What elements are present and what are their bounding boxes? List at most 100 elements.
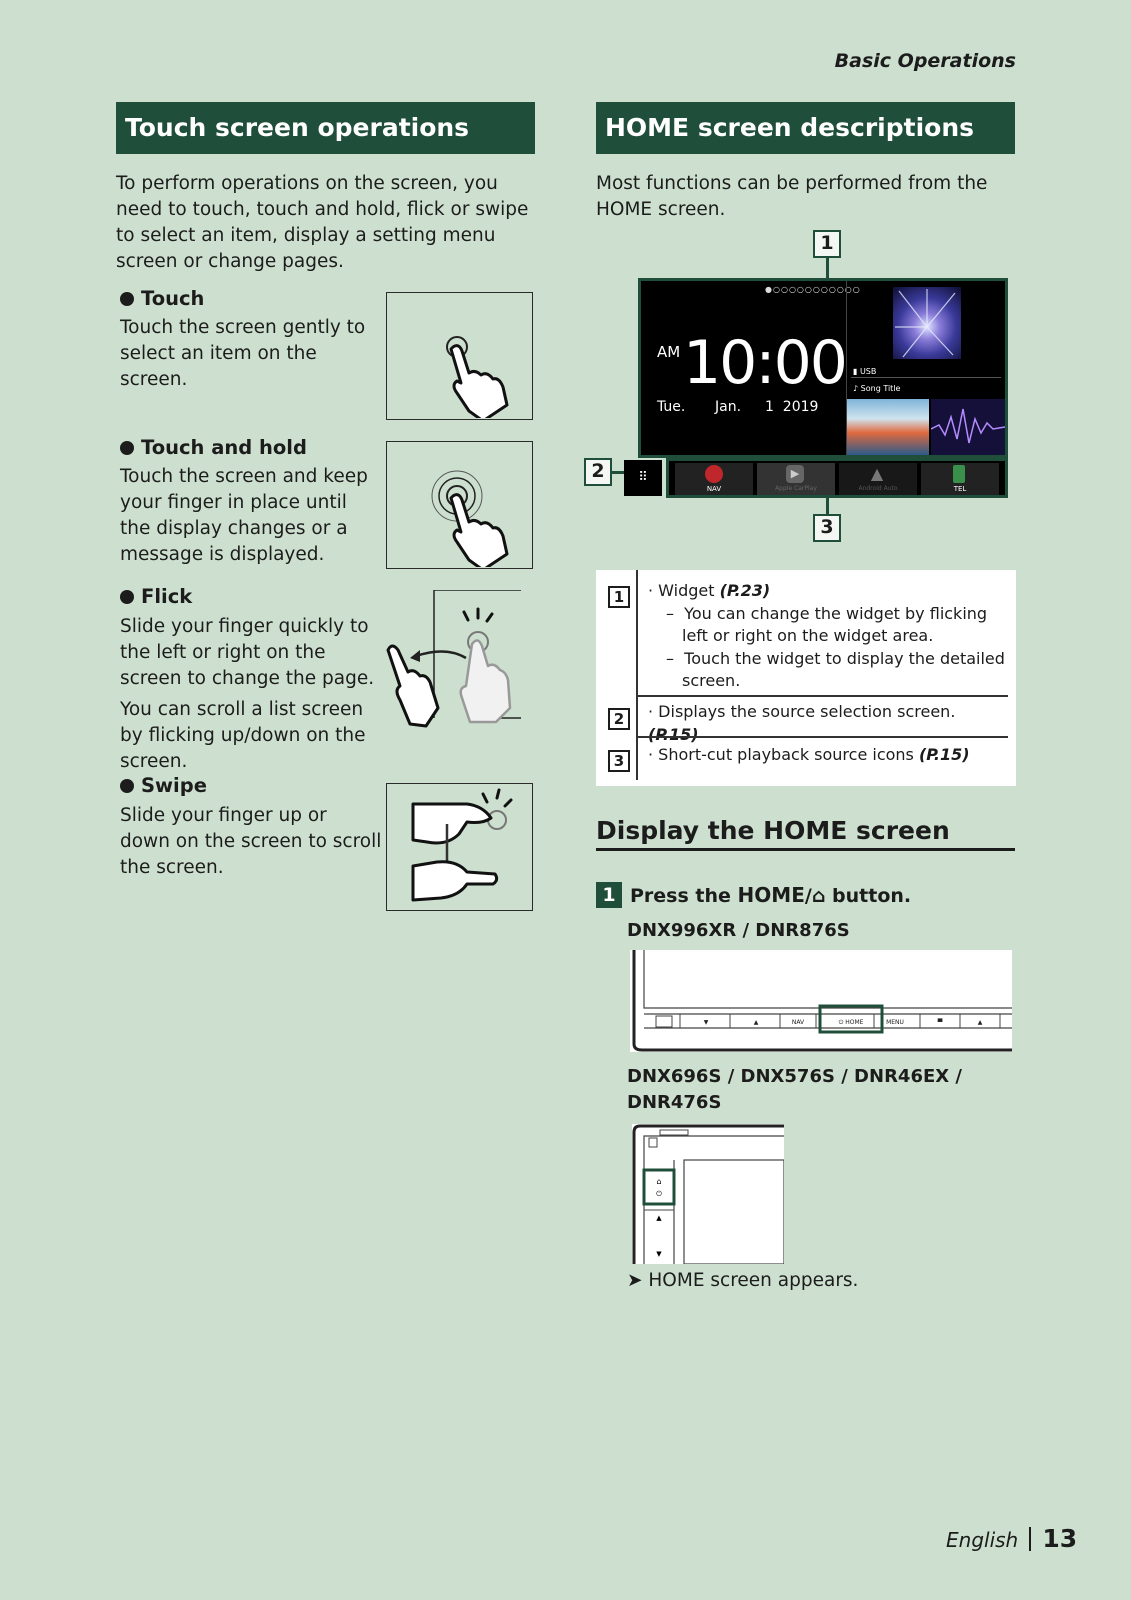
svg-text:▲: ▲ [978,1019,983,1026]
gesture-desc-flick: Slide your finger quickly to the left or… [120,616,375,689]
arrow-right-icon: ➤ [627,1270,649,1291]
table-num-3: 3 [608,750,630,772]
head-unit-wide-graphic: ▼ ▲ NAV MENU ▀ ▲ ⏻ HOME [630,950,1012,1052]
shortcut-bar: NAV ▶ Apple CarPlay ▲ Android Auto TEL [666,458,1008,498]
model-group-2: DNX696S / DNX576S / DNR46EX / DNR476S [627,1066,962,1113]
bullet-icon [120,441,134,455]
table-num-1: 1 [608,586,630,608]
flick-illustration [386,589,533,730]
table-hline-1 [636,695,1008,697]
home-intro: Most functions can be performed from the… [596,173,988,220]
gesture-heading-touch: Touch [120,287,204,310]
svg-text:NAV: NAV [792,1019,805,1026]
gesture-desc-hold: Touch the screen and keep your finger in… [120,466,368,565]
touch-intro: To perform operations on the screen, you… [116,173,529,272]
section-title-home: HOME screen descriptions [596,102,1015,154]
callout-1-line [826,258,829,278]
section-title-touch: Touch screen operations [116,102,535,154]
hold-illustration [386,441,533,572]
widget-area[interactable]: ●○○○○○○○○○○○ AM 10:00 Tue. Jan. 1 2019 ▮… [638,278,1008,458]
home-icon: ⌂ [811,885,826,907]
widget-divider [846,281,847,455]
touch-illustration [386,292,533,423]
head-unit-compact-graphic: ⌂ ⏻ ▲ ▼ [632,1124,785,1265]
music-separator [851,377,1001,378]
running-header: Basic Operations [834,50,1016,72]
bullet-icon [120,590,134,604]
waveform-graphic [930,408,1006,444]
source-select-button[interactable]: ⠿ [624,460,662,496]
clock-day: Tue. [657,399,686,415]
nav-label: NAV [706,485,722,493]
carplay-icon: ▶ [786,465,804,483]
step-number: 1 [596,882,622,908]
hand-hold-icon [431,470,509,572]
svg-text:⌂: ⌂ [656,1177,661,1186]
display-home-underline [596,848,1015,851]
table-vline [636,570,638,780]
song-title: ♪ Song Title [853,384,901,393]
swipe-illustration [386,783,533,911]
callout-2: 2 [584,458,612,486]
svg-text:▀: ▀ [937,1018,943,1026]
page-indicator: ●○○○○○○○○○○○ [765,285,861,294]
clock-month: Jan. [715,399,742,415]
usb-icon: ▮ [853,367,860,376]
table-num-2: 2 [608,708,630,730]
clock-am: AM [657,343,681,361]
clock-widget[interactable]: ●○○○○○○○○○○○ AM 10:00 Tue. Jan. 1 2019 [641,281,860,455]
bullet-icon [120,779,134,793]
gesture-heading-hold: Touch and hold [120,436,307,459]
usb-source: ▮ USB [853,367,877,376]
clock-time: 10:00 [683,328,848,398]
android-auto-icon: ▲ [870,464,884,483]
device-illustration-1: ▼ ▲ NAV MENU ▀ ▲ ⏻ HOME [630,950,1012,1052]
shortcut-carplay[interactable]: ▶ Apple CarPlay [757,463,835,495]
album-art [893,287,961,359]
callout-1: 1 [813,230,841,258]
gesture-desc-touch: Touch the screen gently to select an ite… [120,317,366,390]
callout-3: 3 [813,514,841,542]
model-group-1: DNX996XR / DNR876S [627,920,850,941]
callout-2-line [612,471,624,474]
hand-swipe-icon [411,788,513,902]
result-text: ➤ HOME screen appears. [627,1270,859,1291]
table-hline-2 [636,736,1008,738]
shortcut-android-auto[interactable]: ▲ Android Auto [839,463,917,495]
shortcut-tel[interactable]: TEL [921,463,999,495]
footer-divider [1029,1527,1032,1551]
page-footer: English 13 [946,1524,1077,1556]
table-row-1: · Widget (P.23) – You can change the wid… [648,581,1005,690]
table-row-2: · Displays the source selection screen. … [648,702,956,744]
svg-text:▼: ▼ [704,1019,709,1026]
shortcut-nav[interactable]: NAV [675,463,753,495]
svg-text:▲: ▲ [656,1214,662,1222]
callout-table: 1 · Widget (P.23) – You can change the w… [596,570,1016,786]
page-number: 13 [1042,1524,1078,1553]
hand-tap-icon [446,336,509,423]
callout-3-line [826,498,829,514]
bullet-icon [120,292,134,306]
waterfall-thumbnail [847,399,929,455]
gesture-heading-swipe: Swipe [120,774,207,797]
android-auto-label: Android Auto [858,485,898,492]
footer-language: English [946,1528,1019,1552]
nav-icon [705,465,723,483]
table-row-3: · Short-cut playback source icons (P.15) [648,745,970,764]
gesture-heading-flick: Flick [120,585,192,608]
svg-text:⏻: ⏻ [656,1190,662,1198]
clock-date: 1 2019 [765,399,819,415]
step-instruction: Press the HOME/⌂ button. [630,883,912,907]
album-art-starburst [895,289,956,358]
grid-icon: ⠿ [638,470,648,485]
svg-text:▼: ▼ [656,1250,662,1258]
music-widget[interactable]: ▮ USB ♪ Song Title [847,281,1006,455]
phone-icon [953,465,965,483]
svg-text:MENU: MENU [886,1019,904,1026]
hand-flick-icon [386,589,521,728]
waveform-thumbnail [930,399,1006,455]
svg-text:▲: ▲ [754,1019,759,1026]
svg-text:⏻ HOME: ⏻ HOME [839,1019,864,1026]
carplay-label: Apple CarPlay [775,485,817,492]
display-home-title: Display the HOME screen [596,816,950,845]
